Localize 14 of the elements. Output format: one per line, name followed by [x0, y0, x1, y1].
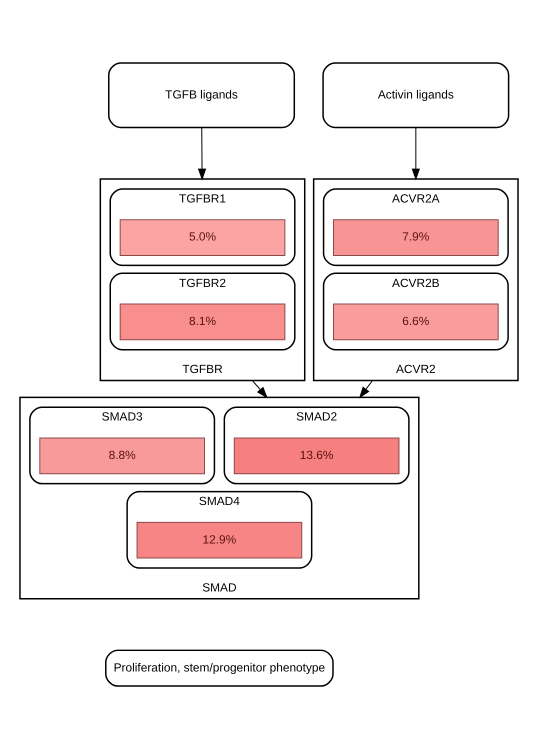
node-box: TGFB ligands — [108, 62, 296, 128]
node-box: 8.1% — [120, 304, 286, 340]
node-box: 12.9% — [136, 522, 302, 559]
node-box: 5.0% — [120, 219, 286, 256]
node-box: Proliferation, stem/progenitor phenotype — [105, 650, 334, 687]
node-box: 7.9% — [333, 219, 499, 256]
arrow — [412, 127, 420, 181]
arrow — [358, 380, 374, 399]
arrow — [198, 127, 206, 181]
node-box: Activin ligands — [322, 62, 510, 128]
node-box: 13.6% — [234, 438, 400, 474]
node-box: 6.6% — [333, 304, 499, 340]
node-box: 8.8% — [39, 438, 205, 474]
arrow — [252, 380, 268, 398]
